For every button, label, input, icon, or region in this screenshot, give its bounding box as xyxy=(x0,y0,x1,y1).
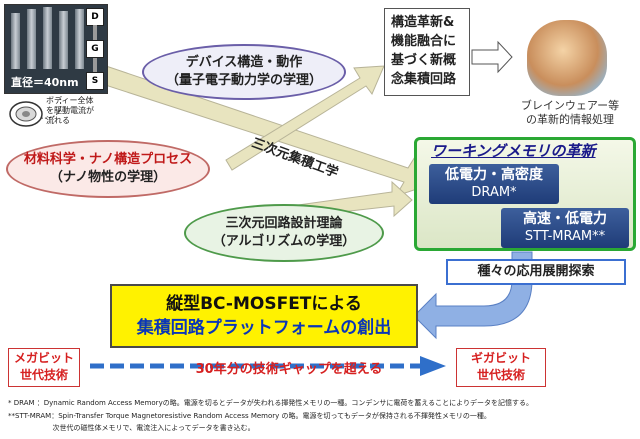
device-structure-bubble: デバイス構造・動作 （量子電子動力学の学理） xyxy=(142,44,346,100)
brainware-caption: ブレインウェアー等 の革新的情報処理 xyxy=(520,99,620,126)
core-platform-box: 縦型BC-MOSFETによる 集積回路プラットフォームの創出 xyxy=(110,284,418,348)
dram-box: 低電力・高密度 DRAM* xyxy=(429,164,559,204)
gate-label: G xyxy=(86,40,104,58)
footnote-dram: * DRAM ：Dynamic Random Access Memoryの略。電… xyxy=(8,399,534,407)
drain-label: D xyxy=(86,8,104,26)
body-current-callout: ボディー全体 を駆動電流が 流れる xyxy=(46,96,94,125)
technology-gap-text: 30年分の技術ギャップを超える xyxy=(195,362,383,377)
core-line-1: 縦型BC-MOSFETによる xyxy=(166,294,362,314)
working-memory-title: ワーキングメモリの革新 xyxy=(431,142,596,160)
circuit-title: 三次元回路設計理論 xyxy=(225,216,343,231)
device-subtitle: （量子電子動力学の学理） xyxy=(165,73,322,88)
gigabit-box: ギガビット 世代技術 xyxy=(456,348,546,387)
brain-image xyxy=(527,20,607,96)
core-line-2: 集積回路プラットフォームの創出 xyxy=(136,318,392,338)
footnote-mram: **STT-MRAM：Spin-Transfer Torque Magnetor… xyxy=(8,412,491,420)
circuit-design-bubble: 三次元回路設計理論 （アルゴリズムの学理） xyxy=(184,204,384,262)
brain-arrow xyxy=(471,40,513,74)
gap-arrow-head xyxy=(420,356,446,376)
materials-title: 材料科学・ナノ構造プロセス xyxy=(23,152,193,167)
device-title: デバイス構造・動作 xyxy=(185,55,303,70)
application-exploration-box: 種々の応用展開探索 xyxy=(446,259,626,285)
concept-box: 構造革新& 機能融合に 基づく新概 念集積回路 xyxy=(384,8,470,96)
concept-arrow xyxy=(225,65,385,171)
megabit-box: メガビット 世代技術 xyxy=(8,348,80,387)
circuit-subtitle: （アルゴリズムの学理） xyxy=(212,234,356,249)
diameter-label: 直径＝40nm xyxy=(11,76,79,89)
materials-science-bubble: 材料科学・ナノ構造プロセス （ナノ物性の学理） xyxy=(6,140,210,198)
cross-section-diagram xyxy=(9,101,43,127)
transistor-schematic: D G S xyxy=(86,8,106,90)
callout-line xyxy=(39,97,62,119)
footnote-mram-cont: 次世代の磁性体メモリで、電流注入によってデータを書き込む。 xyxy=(8,424,255,432)
mram-box: 高速・低電力 STT-MRAM** xyxy=(501,208,629,248)
materials-subtitle: （ナノ物性の学理） xyxy=(49,170,167,185)
return-arrow xyxy=(413,251,533,340)
working-memory-panel: ワーキングメモリの革新 低電力・高密度 DRAM* 高速・低電力 STT-MRA… xyxy=(414,137,636,251)
source-label: S xyxy=(86,72,104,90)
